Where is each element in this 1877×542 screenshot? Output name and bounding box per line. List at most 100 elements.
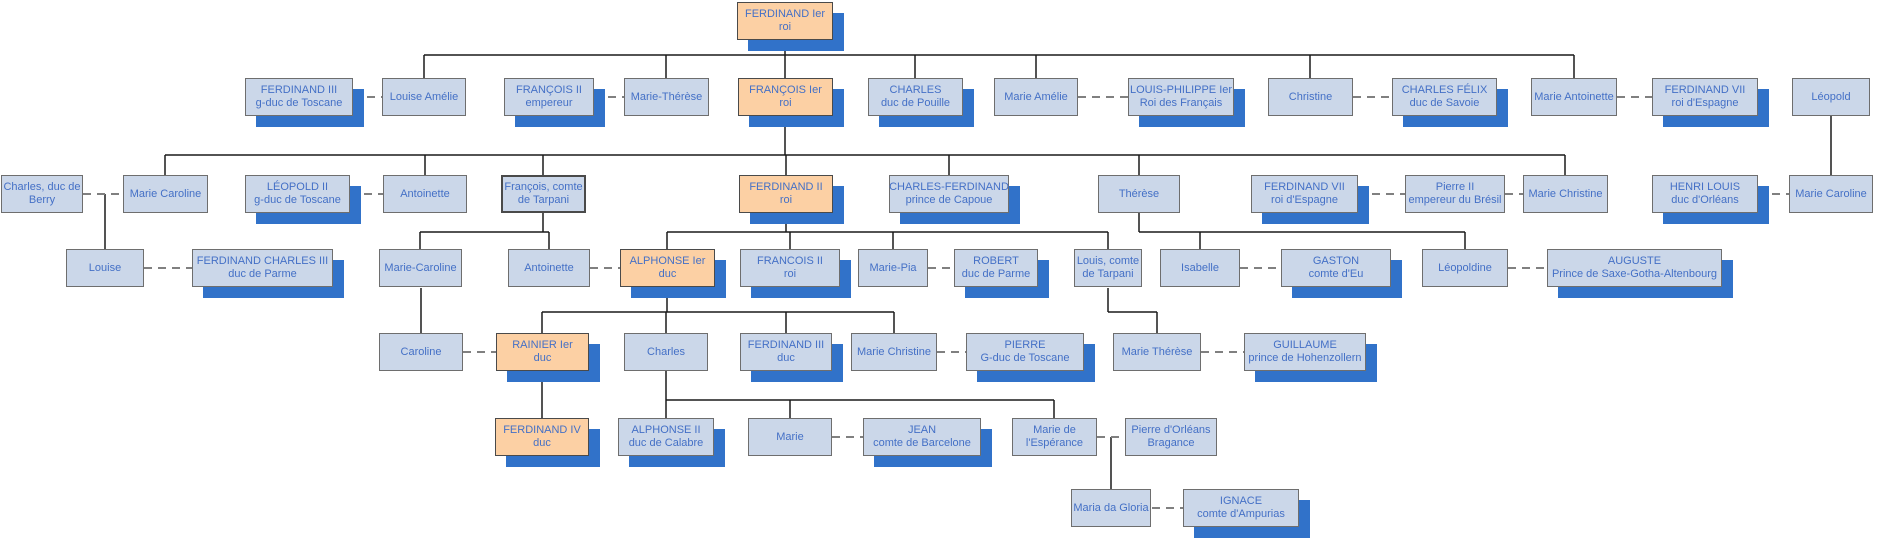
person-title: roi bbox=[779, 97, 792, 109]
person-name: FRANCOIS II bbox=[756, 255, 823, 267]
marie-therese[interactable]: Marie-Thérèse bbox=[624, 78, 709, 116]
person-title: empereur du Brésil bbox=[1408, 194, 1502, 206]
person-name: FERDINAND Ier bbox=[744, 8, 826, 20]
person-title: duc de Savoie bbox=[1409, 97, 1480, 109]
person-name: François, comte bbox=[504, 181, 583, 193]
marie-christine-b[interactable]: Marie Christine bbox=[851, 333, 937, 371]
person-name: FRANÇOIS II bbox=[515, 84, 582, 96]
marie-christine-a[interactable]: Marie Christine bbox=[1523, 175, 1608, 213]
person-name: Antoinette bbox=[400, 187, 450, 200]
person-title: roi bbox=[783, 268, 797, 280]
marie-caroline-c[interactable]: Marie-Caroline bbox=[379, 249, 462, 287]
person-name: CHARLES bbox=[889, 84, 942, 96]
antoinette-a[interactable]: Antoinette bbox=[383, 175, 467, 213]
person-name: GASTON bbox=[1312, 255, 1360, 267]
person-title: duc d'Orléans bbox=[1671, 194, 1739, 206]
person-title: comte d'Eu bbox=[1308, 268, 1364, 280]
marie-amelie[interactable]: Marie Amélie bbox=[994, 78, 1078, 116]
person-title: comte de Barcelone bbox=[873, 437, 971, 449]
marie-pia[interactable]: Marie-Pia bbox=[858, 249, 928, 287]
leopoldine[interactable]: Léopoldine bbox=[1422, 249, 1508, 287]
louise[interactable]: Louise bbox=[66, 249, 144, 287]
marie[interactable]: Marie bbox=[748, 418, 832, 456]
person-name: Pierre II bbox=[1435, 181, 1475, 193]
charles[interactable]: Charles bbox=[624, 333, 708, 371]
person-title: G-duc de Toscane bbox=[980, 352, 1070, 364]
person-title: roi bbox=[778, 21, 792, 33]
person-name: FERDINAND III bbox=[747, 339, 825, 351]
person-title: duc bbox=[533, 437, 551, 449]
person-title: roi d'Espagne bbox=[1671, 97, 1739, 109]
person-title: duc de Calabre bbox=[628, 437, 704, 449]
person-name: ROBERT bbox=[973, 255, 1019, 267]
therese[interactable]: Thérèse bbox=[1098, 175, 1180, 213]
person-name: ALPHONSE Ier bbox=[629, 255, 706, 267]
person-name: Christine bbox=[1288, 90, 1333, 103]
person-name: Marie Caroline bbox=[1795, 187, 1867, 200]
caroline[interactable]: Caroline bbox=[379, 333, 463, 371]
person-name: AUGUSTE bbox=[1607, 255, 1662, 267]
person-title: comte d'Ampurias bbox=[1197, 508, 1285, 520]
person-title: g-duc de Toscane bbox=[255, 97, 343, 109]
maria-da-gloria[interactable]: Maria da Gloria bbox=[1071, 489, 1151, 527]
person-name: Marie-Caroline bbox=[384, 261, 457, 274]
marie-therese-b[interactable]: Marie Thérèse bbox=[1113, 333, 1201, 371]
person-name: Marie Christine bbox=[857, 345, 931, 358]
person-name: ALPHONSE II bbox=[631, 424, 701, 436]
person-name: Charles, duc de bbox=[3, 181, 81, 193]
person-title: duc bbox=[533, 352, 552, 364]
marie-antoinette[interactable]: Marie Antoinette bbox=[1531, 78, 1617, 116]
person-name: FERDINAND CHARLES III bbox=[196, 255, 329, 267]
louise-amelie[interactable]: Louise Amélie bbox=[382, 78, 466, 116]
person-title: prince de Capoue bbox=[905, 194, 993, 206]
antoinette-b[interactable]: Antoinette bbox=[508, 249, 590, 287]
marie-caroline-a[interactable]: Marie Caroline bbox=[123, 175, 208, 213]
person-title: duc de Pouille bbox=[880, 97, 951, 109]
person-name: CHARLES FÉLIX bbox=[1401, 84, 1488, 96]
person-name: Marie Christine bbox=[1528, 187, 1603, 200]
person-title: empereur bbox=[525, 97, 573, 109]
person-name: Louise Amélie bbox=[389, 90, 459, 103]
isabelle[interactable]: Isabelle bbox=[1160, 249, 1240, 287]
marie-caroline-b[interactable]: Marie Caroline bbox=[1789, 175, 1873, 213]
person-title: Roi des Français bbox=[1139, 97, 1223, 109]
leopold[interactable]: Léopold bbox=[1792, 78, 1870, 116]
person-name: IGNACE bbox=[1219, 495, 1263, 507]
christine[interactable]: Christine bbox=[1268, 78, 1353, 116]
